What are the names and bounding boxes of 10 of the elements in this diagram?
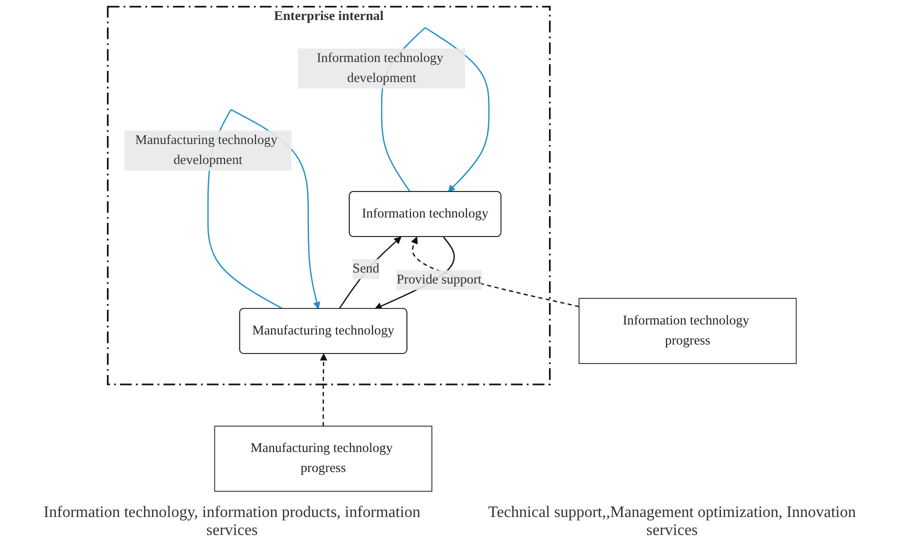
edge-label: Send xyxy=(352,262,380,276)
node-box: Information technology progress xyxy=(578,298,797,364)
annotation-text: Technical support,,Management optimization, Innovation services xyxy=(487,504,857,540)
node-box: Manufacturing technology progress xyxy=(214,426,432,492)
edge-label: Manufacturing technology development xyxy=(135,132,278,168)
annotation-text: Information technology, information products, information services xyxy=(42,504,422,540)
edge-label: Information technology development xyxy=(316,51,444,86)
arrow xyxy=(338,236,402,310)
edge-label: Provide support xyxy=(396,272,482,287)
arrow xyxy=(320,354,328,426)
